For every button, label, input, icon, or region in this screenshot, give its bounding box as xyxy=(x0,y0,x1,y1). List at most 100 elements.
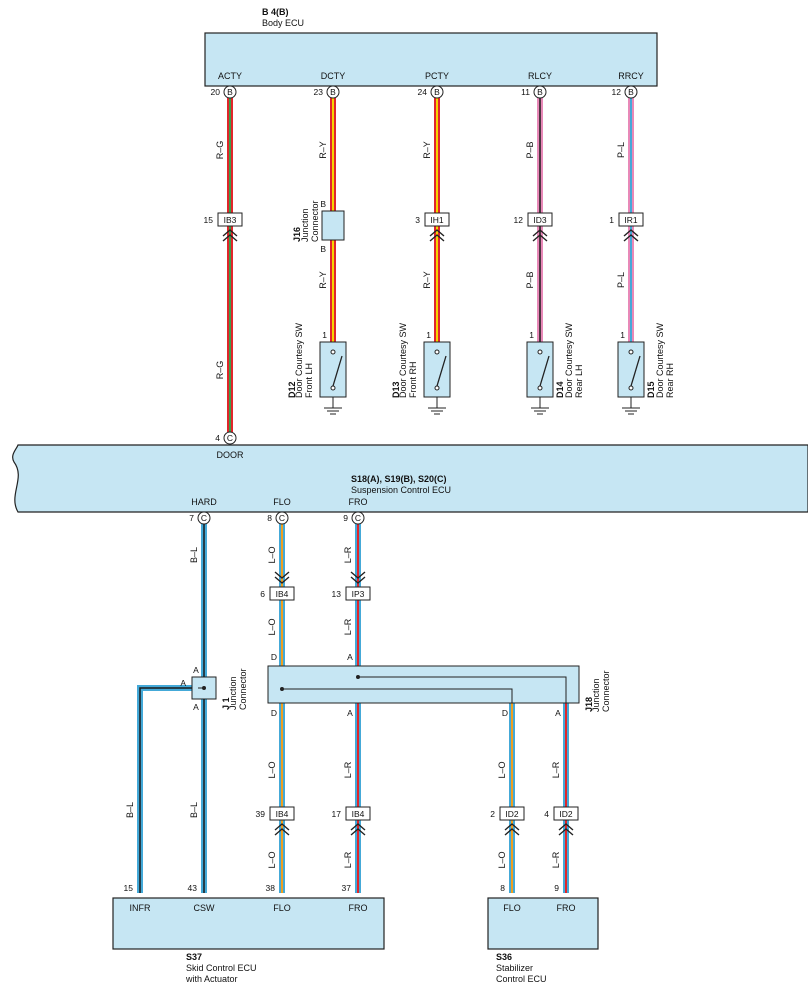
svg-text:D13: D13 xyxy=(391,381,401,398)
pin-fro: C 9 xyxy=(343,511,365,525)
svg-text:A: A xyxy=(347,652,353,662)
svg-text:2: 2 xyxy=(490,809,495,819)
svg-text:Door Courtesy SW: Door Courtesy SW xyxy=(564,322,574,398)
wire-label: P–L xyxy=(616,272,626,288)
pin-signal-flo-skid: FLO xyxy=(273,903,291,913)
inline-connector-ib3: IB3 15 xyxy=(204,212,243,242)
svg-text:ID2: ID2 xyxy=(559,809,573,819)
svg-text:Rear RH: Rear RH xyxy=(665,363,675,398)
stabilizer-ecu-line1: Stabilizer xyxy=(496,963,533,973)
wire-label: R–Y xyxy=(318,141,328,159)
svg-text:B: B xyxy=(320,199,326,209)
svg-text:38: 38 xyxy=(266,883,276,893)
svg-text:C: C xyxy=(355,513,361,523)
pin-number-pcty: 24 xyxy=(418,87,428,97)
wire-label: L–R xyxy=(343,851,353,868)
pin-signal-fro-skid: FRO xyxy=(349,903,368,913)
svg-text:15: 15 xyxy=(204,215,214,225)
svg-text:17: 17 xyxy=(332,809,342,819)
inline-connector-ib4-b: IB4 17 xyxy=(332,806,371,836)
body-ecu-pins: B 20 B 23 B 24 B 11 B 12 xyxy=(211,85,638,99)
inline-connector-ir1: IR1 1 xyxy=(609,212,644,242)
pin-acty: B 20 xyxy=(211,85,237,99)
pin-signal-door: DOOR xyxy=(217,450,245,460)
svg-text:C: C xyxy=(279,513,285,523)
svg-text:8: 8 xyxy=(267,513,272,523)
pin-signal-fro-stab: FRO xyxy=(557,903,576,913)
wire-label: L–O xyxy=(497,851,507,868)
wire-label: L–R xyxy=(343,546,353,563)
svg-text:B: B xyxy=(434,87,440,97)
wire-label: L–R xyxy=(343,618,353,635)
wires-lower xyxy=(137,524,569,893)
pin-number-rlcy: 11 xyxy=(521,87,530,97)
svg-text:D: D xyxy=(271,652,277,662)
svg-text:IB3: IB3 xyxy=(224,215,237,225)
inline-connector-ib4-mid: IB4 6 xyxy=(260,571,295,601)
inline-connectors-top: IB3 15 IH1 3 ID3 12 IR1 1 xyxy=(204,212,644,242)
svg-text:Door Courtesy SW: Door Courtesy SW xyxy=(398,322,408,398)
svg-text:8: 8 xyxy=(500,883,505,893)
svg-text:3: 3 xyxy=(415,215,420,225)
svg-text:12: 12 xyxy=(514,215,524,225)
wire-label: L–O xyxy=(267,851,277,868)
pin-signal-rrcy: RRCY xyxy=(618,71,644,81)
door-switch-d14: 1 D14 Door Courtesy SW Rear LH xyxy=(526,322,584,415)
suspension-ecu-name: Suspension Control ECU xyxy=(351,485,451,495)
svg-text:13: 13 xyxy=(332,589,342,599)
pin-signal-infr: INFR xyxy=(130,903,151,913)
svg-text:Rear LH: Rear LH xyxy=(574,364,584,398)
skid-ecu-line1: Skid Control ECU xyxy=(186,963,257,973)
svg-text:Junction: Junction xyxy=(300,208,310,242)
door-switches: 1 D12 Door Courtesy SW Front LH 1 D13 Do… xyxy=(287,322,675,415)
svg-text:1: 1 xyxy=(529,330,534,340)
body-ecu-name: Body ECU xyxy=(262,18,304,28)
pin-number-acty: 20 xyxy=(211,87,221,97)
wire-label: L–O xyxy=(497,761,507,778)
wire-label: R–Y xyxy=(422,141,432,159)
wire-label: B–L xyxy=(189,802,199,818)
body-ecu: B 4(B) Body ECU ACTY DCTY PCTY RLCY RRCY xyxy=(204,7,658,87)
svg-text:IB4: IB4 xyxy=(352,809,365,819)
wire-infr xyxy=(137,685,198,893)
wire-label: B–L xyxy=(125,802,135,818)
wire-label: L–R xyxy=(551,761,561,778)
door-switch-d15: 1 D15 Door Courtesy SW Rear RH xyxy=(617,322,675,415)
svg-text:B: B xyxy=(330,87,336,97)
inline-connector-ih1: IH1 3 xyxy=(415,212,450,242)
pin-dcty: B 23 xyxy=(314,85,340,99)
inline-connector-id3: ID3 12 xyxy=(514,212,553,242)
suspension-bottom-pins: C 7 C 8 C 9 xyxy=(189,511,365,525)
wire-label: R–Y xyxy=(422,271,432,289)
wire-label: R–G xyxy=(215,361,225,380)
svg-text:A: A xyxy=(193,665,199,675)
svg-text:7: 7 xyxy=(189,513,194,523)
svg-text:C: C xyxy=(201,513,207,523)
pin-signal-hard: HARD xyxy=(191,497,217,507)
pin-signal-fro: FRO xyxy=(349,497,368,507)
wire-label: L–O xyxy=(267,546,277,563)
stabilizer-control-ecu: FLO FRO 8 9 S36 Stabilizer Control ECU xyxy=(487,883,599,984)
svg-text:B: B xyxy=(628,87,634,97)
svg-text:43: 43 xyxy=(188,883,198,893)
svg-text:39: 39 xyxy=(256,809,266,819)
svg-text:Front RH: Front RH xyxy=(408,361,418,398)
svg-text:1: 1 xyxy=(620,330,625,340)
door-switch-d12: 1 D12 Door Courtesy SW Front LH xyxy=(287,322,347,415)
svg-text:ID3: ID3 xyxy=(533,215,547,225)
stabilizer-ecu-code: S36 xyxy=(496,952,512,962)
svg-text:Junction: Junction xyxy=(591,678,601,712)
suspension-ecu: DOOR S18(A), S19(B), S20(C) Suspension C… xyxy=(12,444,808,513)
svg-text:D: D xyxy=(502,708,508,718)
svg-text:A: A xyxy=(555,708,561,718)
svg-text:J16: J16 xyxy=(292,227,302,242)
svg-text:4: 4 xyxy=(544,809,549,819)
pin-signal-csw: CSW xyxy=(194,903,216,913)
wire-labels-low: B–L B–L L–O L–O L–R L–R L–O L–O L–R L–R xyxy=(125,761,561,868)
svg-text:9: 9 xyxy=(554,883,559,893)
svg-text:A: A xyxy=(180,678,186,688)
svg-text:37: 37 xyxy=(342,883,352,893)
svg-text:15: 15 xyxy=(124,883,134,893)
svg-text:Door Courtesy SW: Door Courtesy SW xyxy=(294,322,304,398)
pin-number-dcty: 23 xyxy=(314,87,324,97)
